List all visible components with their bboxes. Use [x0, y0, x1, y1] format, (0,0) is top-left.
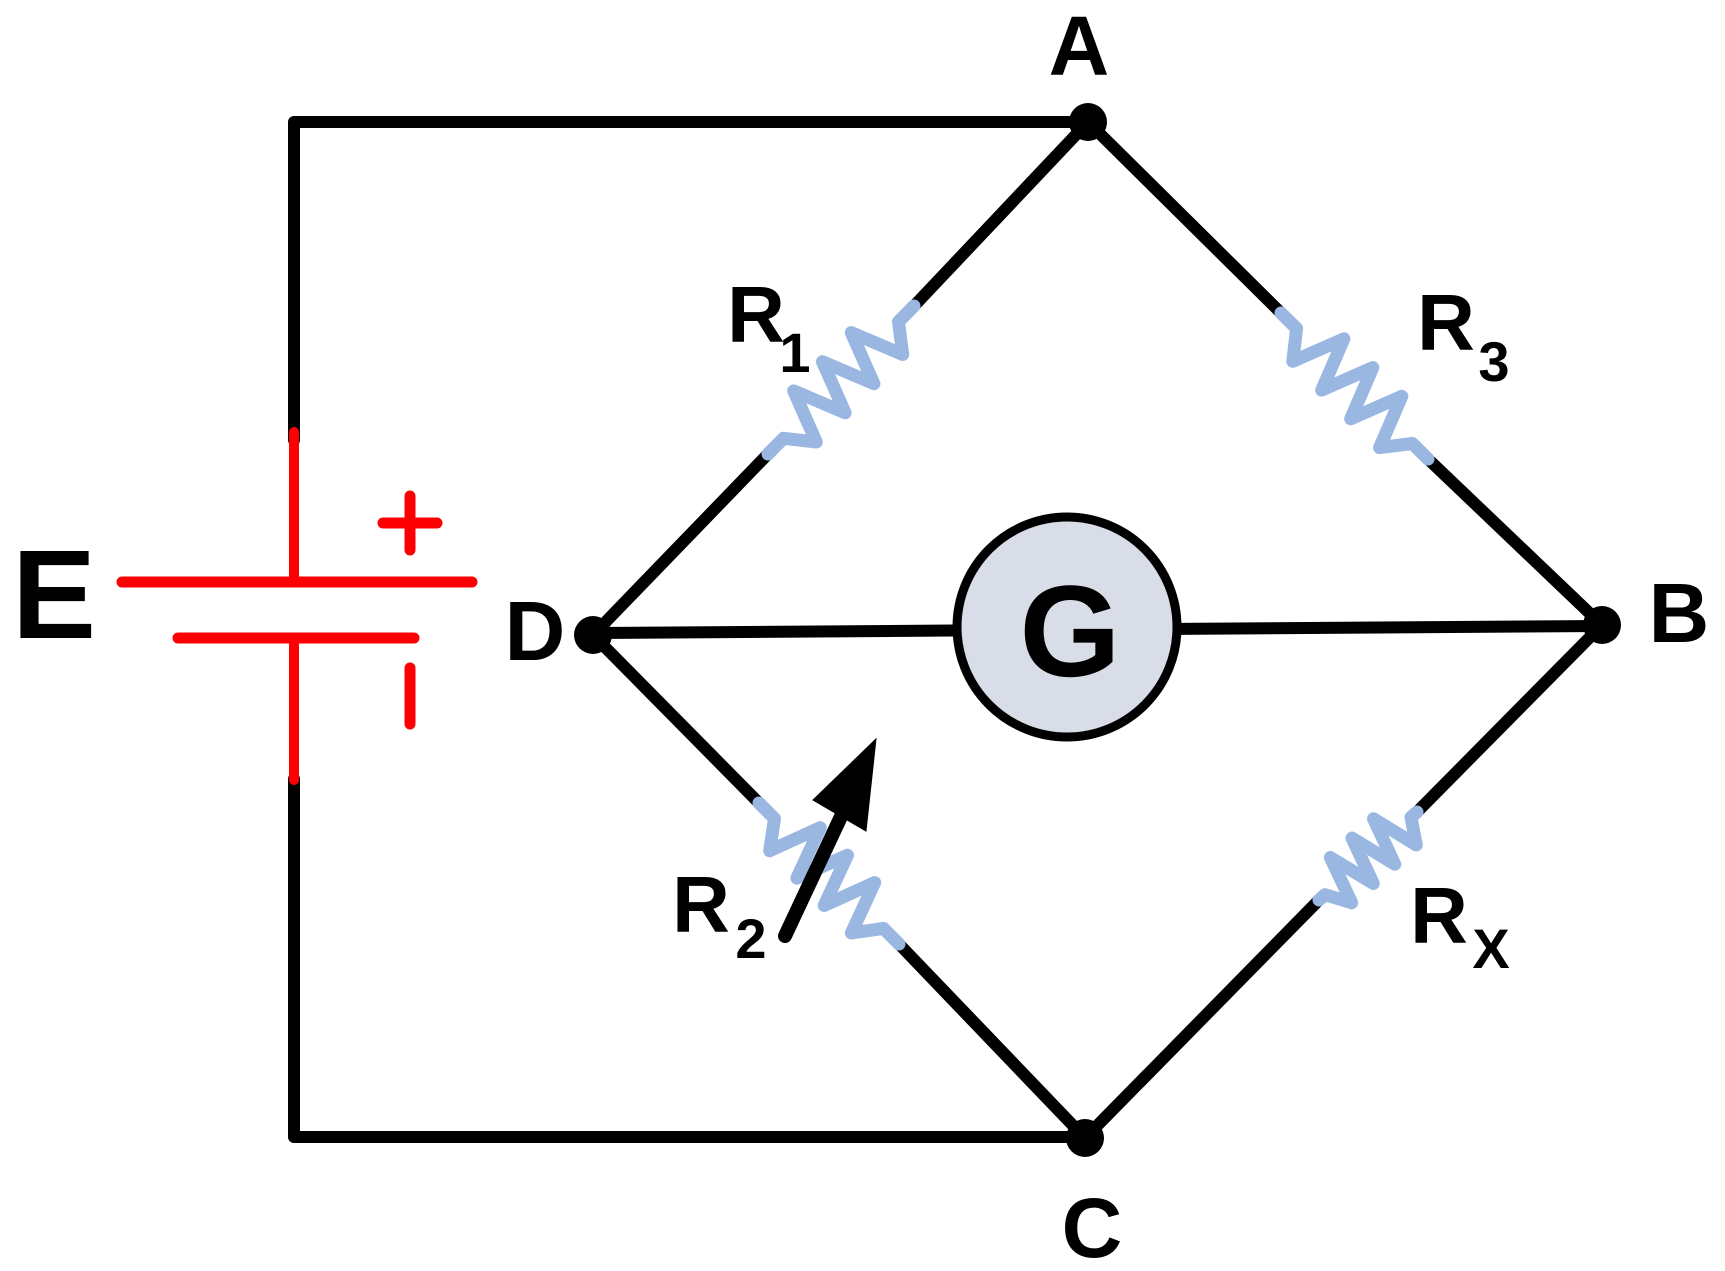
node-a-dot [1069, 103, 1107, 141]
node-d-label: D [505, 584, 566, 678]
r1-label-subscript: 1 [779, 321, 810, 384]
bridge-arm-wires [587, 116, 1608, 1144]
node-c-label: C [1062, 1181, 1123, 1271]
arm-c-b-segment-1 [1079, 894, 1325, 1144]
node-a-label: A [1049, 0, 1110, 93]
variable-resistor-arrow [778, 737, 877, 943]
arrow-shaft [778, 801, 852, 943]
resistor-r1-label: R 1 [727, 270, 810, 384]
r3-label-subscript: 3 [1478, 330, 1509, 393]
arm-d-c-segment-1 [587, 629, 765, 809]
arm-d-c-segment-2 [893, 938, 1091, 1144]
bottom-left-loop-wire [288, 773, 1091, 1143]
node-b-label: B [1649, 566, 1710, 660]
arm-d-a-segment-2 [908, 116, 1094, 312]
r2-label-base: R [672, 860, 730, 949]
battery-label: E [12, 524, 96, 665]
galvanometer-circle [952, 512, 1182, 742]
r3-label-base: R [1417, 278, 1475, 367]
supply-loop-wires [288, 116, 1094, 1143]
arm-a-b-segment-1 [1082, 116, 1287, 319]
arrow-head [812, 737, 877, 832]
node-b-dot [1583, 606, 1621, 644]
resistor-rx-label: R X [1410, 871, 1510, 980]
node-c-dot [1066, 1119, 1104, 1157]
resistor-rx-zigzag [1312, 805, 1424, 910]
r2-label-subscript: 2 [735, 907, 766, 970]
r1-label-base: R [727, 270, 785, 359]
node-d-dot [574, 616, 612, 654]
resistor-r3-zigzag [1274, 306, 1435, 466]
galvanometer-label: G [1019, 558, 1120, 704]
resistor-r1-zigzag [761, 299, 921, 461]
rx-label-subscript: X [1472, 917, 1509, 980]
top-left-loop-wire [288, 116, 1094, 446]
battery-symbol [116, 427, 478, 785]
plus-sign-icon [377, 490, 443, 556]
resistor-r2-zigzag [752, 796, 906, 951]
resistor-r3-label: R 3 [1417, 278, 1509, 393]
arm-a-b-segment-2 [1422, 453, 1608, 631]
resistor-r2-label: R 2 [672, 860, 766, 970]
arm-c-b-segment-2 [1411, 619, 1608, 818]
rx-label-base: R [1410, 871, 1468, 960]
arm-d-a-segment-1 [587, 448, 774, 641]
node-dots [574, 103, 1621, 1157]
resistor-zigzag-layer [752, 299, 1435, 951]
